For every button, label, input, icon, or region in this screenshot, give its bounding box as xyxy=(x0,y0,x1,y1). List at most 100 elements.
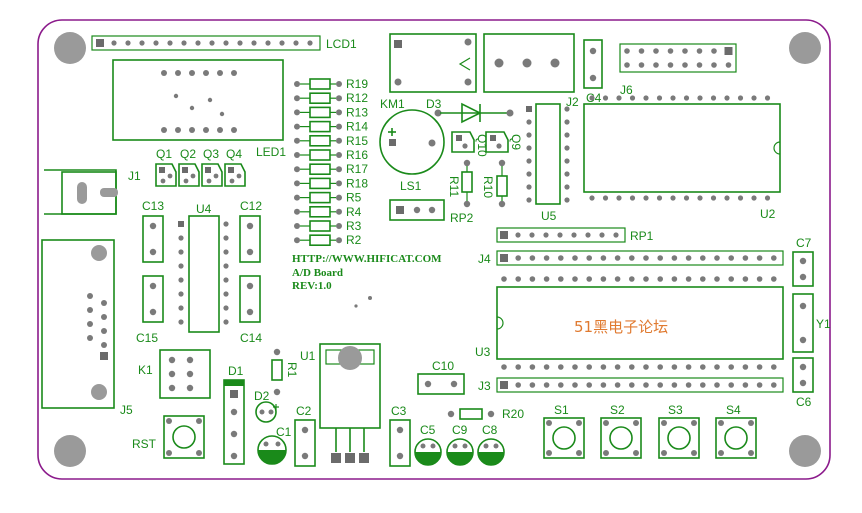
resistor-label: R4 xyxy=(346,205,362,219)
c1-capacitor xyxy=(257,435,287,465)
chinese-note: 51黑电子论坛 xyxy=(574,318,668,336)
j4-header xyxy=(496,250,784,266)
resistor-r3: R3 xyxy=(294,219,362,233)
rp1-resistor-pack xyxy=(496,227,626,243)
k1-switch xyxy=(159,349,211,399)
resistor-label: R18 xyxy=(346,176,368,190)
q4-label: Q4 xyxy=(226,147,242,161)
d3-label: D3 xyxy=(426,97,442,111)
rp2-label: RP2 xyxy=(450,211,474,225)
resistor-label: R13 xyxy=(346,105,368,119)
j2-label: J2 xyxy=(566,95,579,109)
c10-label: C10 xyxy=(432,359,454,373)
resistor-r15: R15 xyxy=(294,134,368,148)
resistor-r14: R14 xyxy=(294,120,368,134)
s1-s4-buttons xyxy=(543,417,757,459)
u3-label: U3 xyxy=(475,345,491,359)
d3-diode xyxy=(434,102,514,124)
c7-capacitor xyxy=(792,251,814,287)
u5-label: U5 xyxy=(541,209,557,223)
c13-capacitor xyxy=(142,215,164,263)
transistor xyxy=(155,163,177,187)
q10-label: Q10 xyxy=(475,134,489,157)
c10-capacitor xyxy=(417,373,465,395)
resistor-label: R19 xyxy=(346,77,368,91)
push-button xyxy=(658,417,700,459)
u2-chip xyxy=(583,95,781,201)
u4-chip xyxy=(178,215,229,333)
j6-label: J6 xyxy=(620,83,633,97)
j1-power-jack xyxy=(44,169,118,215)
r1-resistor xyxy=(271,348,283,396)
j4-label: J4 xyxy=(478,252,491,266)
q1-label: Q1 xyxy=(156,147,172,161)
resistor-r16: R16 xyxy=(294,148,368,162)
board-name-text: A/D Board xyxy=(292,267,343,279)
j2-terminal xyxy=(483,33,575,93)
d2-led xyxy=(255,401,279,423)
resistor-r17: R17 xyxy=(294,162,368,176)
transistor xyxy=(224,163,246,187)
push-button xyxy=(543,417,585,459)
c4-capacitor xyxy=(583,39,603,89)
c8-capacitor xyxy=(477,438,505,466)
led1-display xyxy=(112,59,284,141)
c9-label: C9 xyxy=(452,423,468,437)
push-button xyxy=(715,417,757,459)
c12-label: C12 xyxy=(240,199,262,213)
j3-header xyxy=(496,377,784,393)
board-outline xyxy=(37,19,831,480)
url-text: HTTP://WWW.HIFICAT.COM xyxy=(292,253,442,265)
j6-header xyxy=(619,43,737,73)
resistor-r19: R19 xyxy=(294,77,368,91)
mounting-hole xyxy=(54,435,86,467)
u4-label: U4 xyxy=(196,202,212,216)
resistor-label: R5 xyxy=(346,191,362,205)
r20-resistor xyxy=(447,408,495,420)
q1-q4-transistors xyxy=(155,163,246,187)
c6-capacitor xyxy=(792,357,814,393)
mounting-hole xyxy=(789,435,821,467)
c5-capacitor xyxy=(414,438,442,466)
resistor-label: R3 xyxy=(346,219,362,233)
s1-label: S1 xyxy=(554,403,569,417)
y1-label: Y1 xyxy=(816,317,831,331)
lcd1-header xyxy=(91,35,321,51)
transistor xyxy=(178,163,200,187)
y1-crystal xyxy=(792,293,814,353)
resistor-label: R15 xyxy=(346,134,368,148)
q2-label: Q2 xyxy=(180,147,196,161)
resistor-label: R2 xyxy=(346,233,362,247)
u1-regulator xyxy=(319,343,381,463)
c15-capacitor xyxy=(142,275,164,323)
mounting-hole xyxy=(54,32,86,64)
c6-label: C6 xyxy=(796,395,812,409)
j5-serial-connector xyxy=(41,239,115,409)
s3-label: S3 xyxy=(668,403,683,417)
r10-resistor xyxy=(496,159,508,208)
rst-button xyxy=(163,415,205,459)
lcd1-label: LCD1 xyxy=(326,37,357,51)
d1-bridge xyxy=(223,379,245,465)
j3-label: J3 xyxy=(478,379,491,393)
c13-label: C13 xyxy=(142,199,164,213)
resistor-r18: R18 xyxy=(294,176,368,190)
k1-label: K1 xyxy=(138,363,153,377)
j5-label: J5 xyxy=(120,403,133,417)
d1-label: D1 xyxy=(228,364,244,378)
transistor xyxy=(201,163,223,187)
rp1-label: RP1 xyxy=(630,229,654,243)
rp2-potentiometer xyxy=(389,199,445,221)
u3-chip xyxy=(496,276,784,370)
u1-label: U1 xyxy=(300,349,316,363)
c14-label: C14 xyxy=(240,331,262,345)
led1-label: LED1 xyxy=(256,145,286,159)
s4-label: S4 xyxy=(726,403,741,417)
resistor-r5: R5 xyxy=(294,191,362,205)
c14-capacitor xyxy=(239,275,261,323)
r20-label: R20 xyxy=(502,407,524,421)
d2-label: D2 xyxy=(254,389,270,403)
c3-capacitor xyxy=(389,419,411,467)
km1-label: KM1 xyxy=(380,97,405,111)
